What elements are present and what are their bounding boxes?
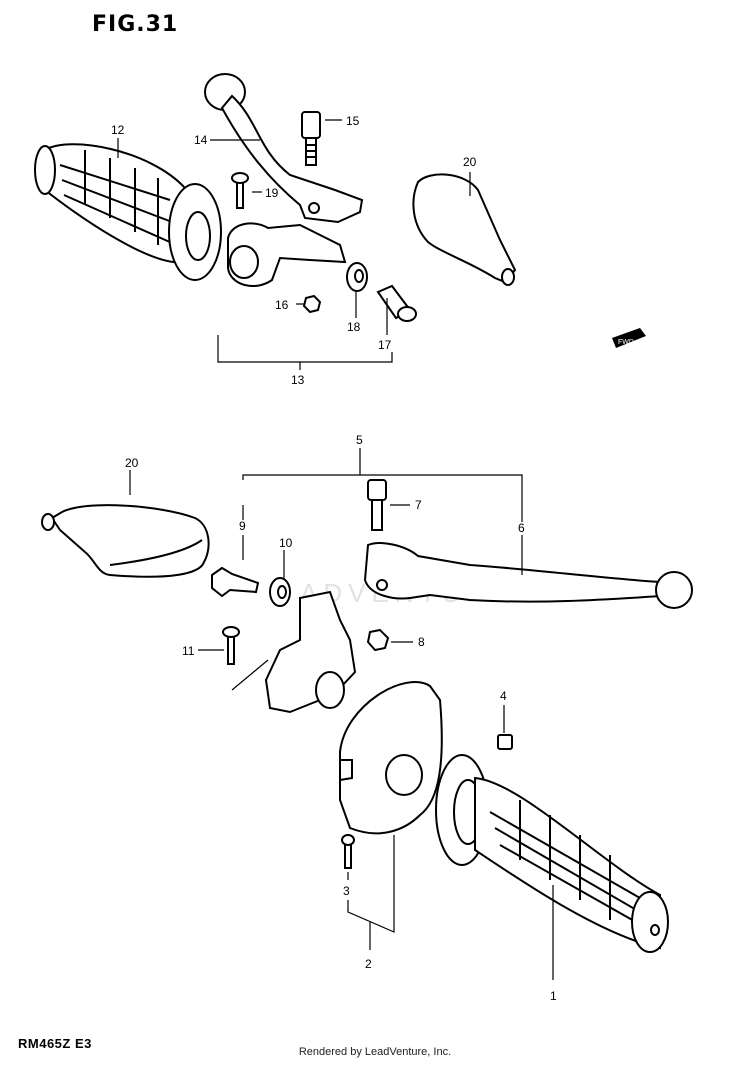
callout-17: 17	[378, 338, 392, 352]
callout-18: 18	[347, 320, 361, 334]
callout-16: 16	[275, 298, 289, 312]
lever-cover-lower	[41, 504, 210, 578]
nut-16	[302, 294, 322, 314]
callout-11: 11	[182, 644, 195, 658]
callout-10: 10	[279, 536, 293, 550]
callout-4: 4	[500, 689, 507, 703]
callout-9: 9	[239, 519, 246, 533]
cap-4	[497, 734, 513, 750]
front-direction-marker: FWD	[612, 328, 646, 348]
screw-19	[231, 172, 249, 209]
screw-11	[222, 626, 240, 665]
throttle-housing	[339, 681, 443, 835]
callout-20-lower: 20	[125, 456, 139, 470]
callout-8: 8	[418, 635, 425, 649]
callout-1: 1	[550, 989, 557, 1003]
washer-10	[269, 577, 291, 607]
clutch-lever	[204, 73, 364, 224]
adjuster-bolt-17	[376, 284, 417, 322]
callout-3: 3	[343, 884, 350, 898]
right-grip	[435, 754, 669, 953]
leaders-lower	[129, 448, 554, 980]
bolt-7	[367, 479, 387, 531]
callout-6: 6	[518, 521, 525, 535]
bolt-15	[301, 111, 321, 166]
callout-14: 14	[194, 133, 208, 147]
lever-holder-13	[227, 222, 347, 287]
callout-20-top: 20	[463, 155, 477, 169]
left-grip	[34, 143, 222, 281]
model-code: RM465Z E3	[18, 1036, 92, 1051]
svg-text:FWD: FWD	[618, 339, 634, 346]
callout-13: 13	[291, 373, 305, 387]
callout-5: 5	[356, 433, 363, 447]
leaders-upper	[117, 119, 471, 370]
callout-15: 15	[346, 114, 360, 128]
screw-3	[341, 834, 355, 869]
callout-7: 7	[415, 498, 422, 512]
callout-19: 19	[265, 186, 279, 200]
callout-12: 12	[111, 123, 125, 137]
figure-title: FIG.31	[92, 12, 179, 37]
bolt-9	[211, 566, 260, 598]
brake-lever-holder	[264, 590, 357, 714]
callout-2: 2	[365, 957, 372, 971]
footer-credit: Rendered by LeadVenture, Inc.	[298, 1046, 452, 1058]
brake-lever	[363, 542, 693, 609]
nut-8	[366, 628, 390, 652]
lever-cover-top	[412, 173, 517, 286]
washer-18	[346, 262, 368, 292]
